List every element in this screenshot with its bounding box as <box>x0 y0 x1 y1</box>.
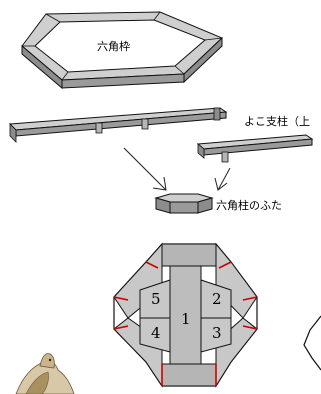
short-post-illustration: よこ支柱（上 <box>196 114 314 163</box>
hex-lid-side <box>197 197 213 214</box>
joint-line <box>204 37 223 41</box>
partial-shape-right <box>303 315 321 371</box>
joint-line <box>45 13 61 23</box>
part-number-4: 4 <box>151 324 161 342</box>
joint-mark <box>218 261 232 269</box>
joint-mark <box>113 325 129 330</box>
part-number-1: 1 <box>181 310 191 328</box>
part-number-2: 2 <box>212 290 222 308</box>
arrow-line <box>123 147 167 191</box>
part-number-3: 3 <box>212 324 222 342</box>
arrow-head <box>152 176 167 191</box>
bird-head <box>39 353 55 369</box>
plan-top-panel <box>161 243 217 267</box>
plan-bottom-panel <box>161 363 217 387</box>
hex-frame-illustration: 六角枠 <box>21 11 223 90</box>
post-tab <box>9 123 17 143</box>
hex-lid-side <box>169 201 199 214</box>
bird-illustration <box>15 353 75 394</box>
hex-frame-label: 六角枠 <box>97 39 130 53</box>
arrow-head <box>214 177 228 191</box>
joint-mark <box>145 261 159 269</box>
arrow-line <box>217 167 231 191</box>
hex-plan-view: 1 2 3 4 5 <box>113 242 258 388</box>
bird-wing <box>25 371 49 394</box>
long-post-illustration <box>8 107 228 143</box>
plan-part-1 <box>169 265 202 365</box>
hex-frame-side <box>183 36 223 84</box>
hex-lid-illustration: 六角柱のふた <box>154 193 282 214</box>
joint-mark <box>242 296 258 301</box>
joint-line <box>153 11 161 21</box>
joint-mark <box>242 325 258 330</box>
joint-line <box>61 71 69 81</box>
part-number-5: 5 <box>151 290 161 308</box>
post-tab <box>141 118 149 130</box>
post-tab <box>95 122 103 134</box>
post-tab <box>221 151 229 163</box>
post-tab <box>197 143 205 159</box>
post-tab <box>213 107 221 121</box>
joint-mark <box>113 296 129 301</box>
bird-eye <box>48 358 52 362</box>
hex-post-lid-label: 六角柱のふた <box>216 198 282 212</box>
joint-line <box>174 65 185 75</box>
horizontal-post-label: よこ支柱（上 <box>244 114 310 128</box>
assembly-arrows <box>123 147 231 191</box>
